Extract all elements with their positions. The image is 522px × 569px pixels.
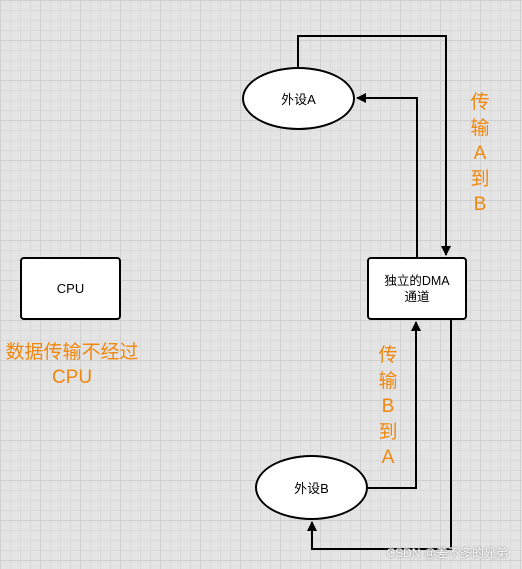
label-ab-char: 到 xyxy=(470,168,490,190)
dma-channel-node[interactable]: 独立的DMA 通道 xyxy=(367,257,467,320)
label-transfer-a-to-b: 传 输 A 到 B xyxy=(465,90,495,218)
device-b-label: 外设B xyxy=(294,481,329,496)
cpu-label: CPU xyxy=(56,281,85,296)
device-b-node[interactable]: 外设B xyxy=(255,455,368,520)
connector-deviceB-to-dma xyxy=(368,321,421,489)
label-ba-char: B xyxy=(381,396,395,417)
label-ba-char: A xyxy=(381,447,395,468)
connector-deviceA-to-dma xyxy=(297,35,451,256)
cpu-bypass-note: 数据传输不经过 CPU xyxy=(0,340,144,390)
label-ab-char: B xyxy=(473,194,487,215)
label-ba-char: 传 xyxy=(378,345,398,366)
cpu-note-line2: CPU xyxy=(51,367,93,388)
watermark: CSDN @差不多的兄弟 xyxy=(386,546,508,560)
label-ba-char: 输 xyxy=(378,370,398,392)
connector-dma-to-deviceA xyxy=(356,93,418,257)
cpu-note-line1: 数据传输不经过 xyxy=(5,342,139,363)
label-ab-char: A xyxy=(473,143,487,164)
label-transfer-b-to-a: 传 输 B 到 A xyxy=(373,343,403,471)
device-a-node[interactable]: 外设A xyxy=(242,67,355,130)
dma-label-line2: 通道 xyxy=(404,289,430,304)
label-ab-char: 传 xyxy=(470,92,490,113)
label-ba-char: 到 xyxy=(378,421,398,443)
device-a-label: 外设A xyxy=(281,92,316,107)
cpu-node[interactable]: CPU xyxy=(20,257,121,320)
dma-label-line1: 独立的DMA xyxy=(384,273,450,288)
label-ab-char: 输 xyxy=(470,117,490,139)
connector-dma-to-deviceB xyxy=(307,320,452,550)
